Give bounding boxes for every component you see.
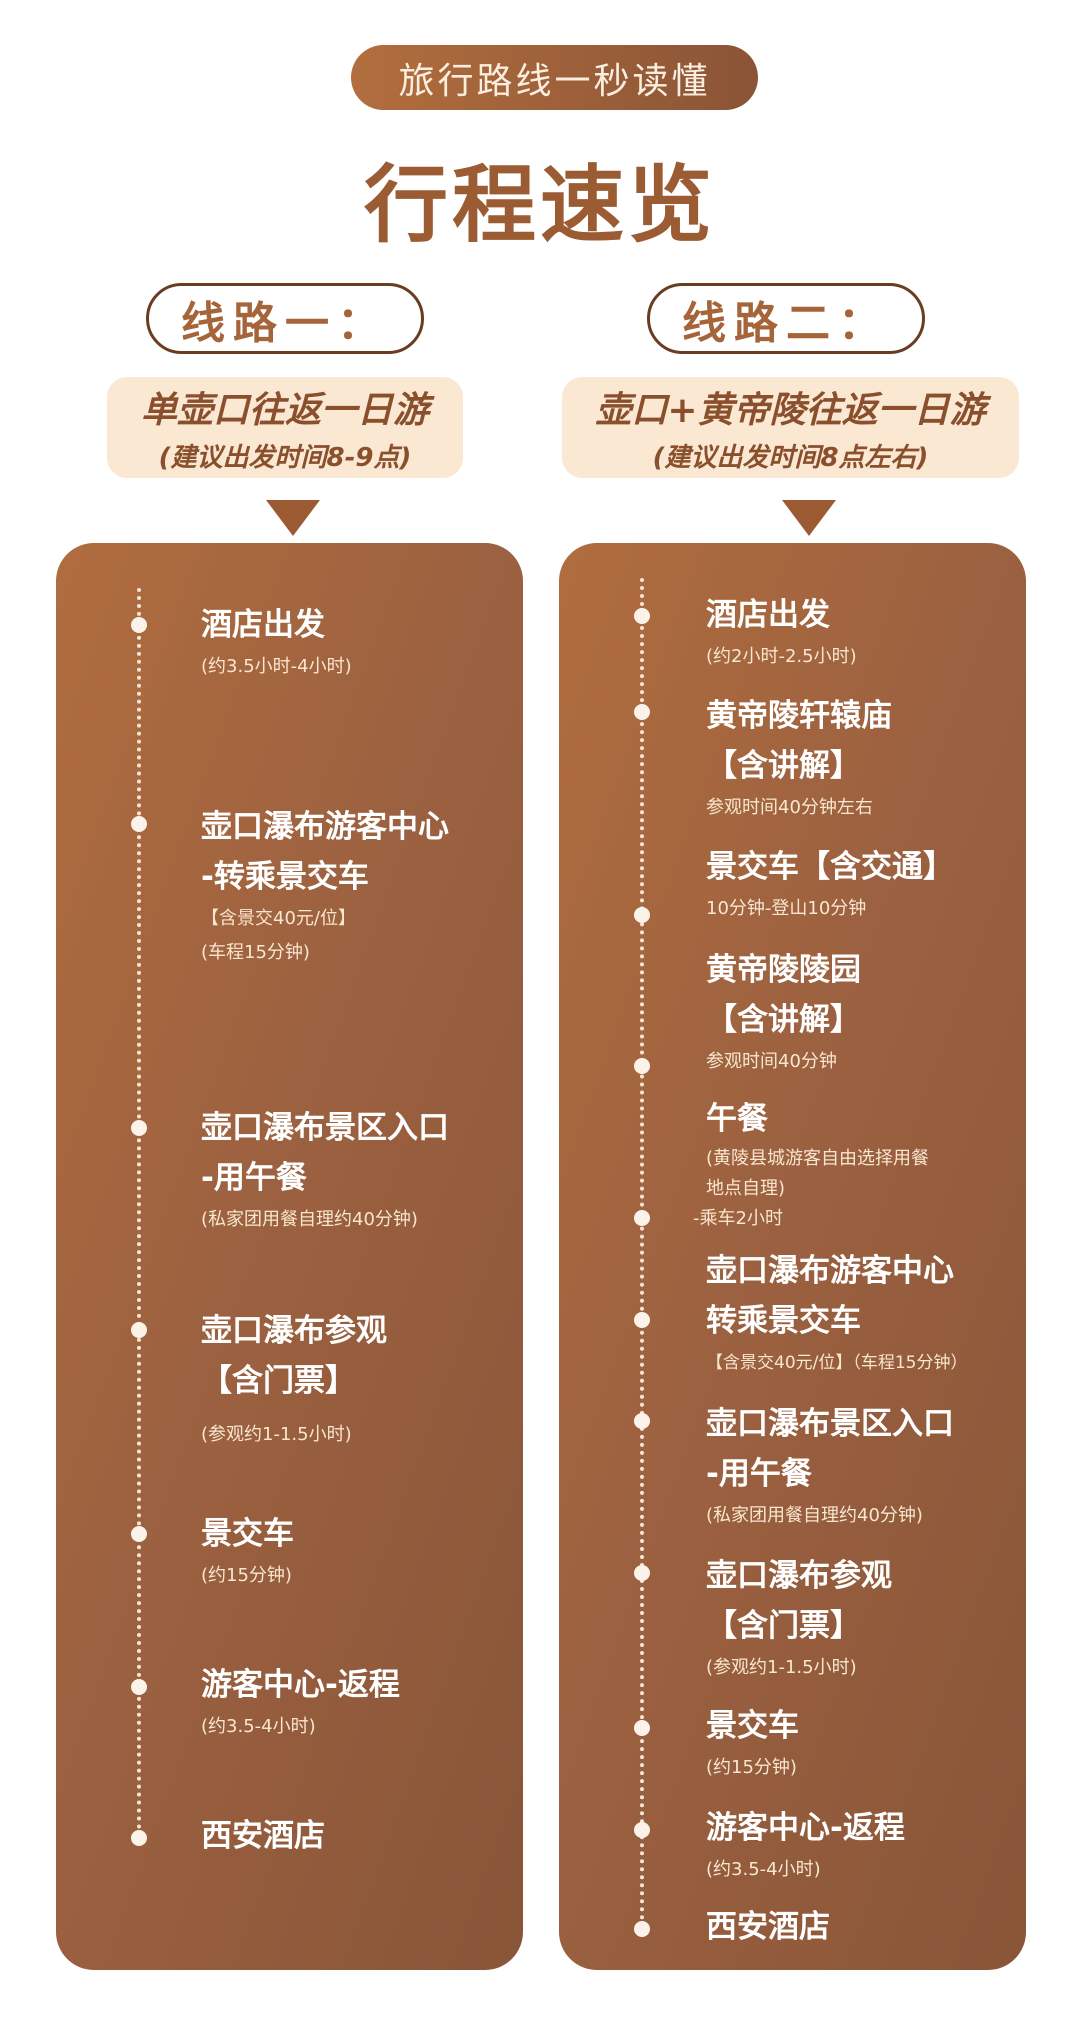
timeline-stop: 景交车 (约15分钟): [706, 1701, 799, 1785]
stop-detail: (约3.5-4小时): [706, 1859, 821, 1880]
stop-title: 【含门票】: [201, 1363, 356, 1399]
timeline-dot: [131, 1322, 147, 1338]
stop-title: -用午餐: [706, 1456, 812, 1492]
tagline-badge: 旅行路线一秒读懂: [351, 45, 758, 110]
timeline-line: [137, 588, 141, 1838]
timeline-stop: 壶口瀑布景区入口 -用午餐 (私家团用餐自理约40分钟): [201, 1103, 449, 1237]
timeline-stop: 景交车 (约15分钟): [201, 1509, 294, 1593]
timeline-dot: [634, 1921, 650, 1937]
timeline-stop: 壶口瀑布参观【含门票】 (参观约1-1.5小时): [201, 1306, 387, 1452]
stop-title: 转乘景交车: [706, 1303, 861, 1339]
timeline-dot: [634, 1413, 650, 1429]
route-1-label: 线路一：: [146, 283, 424, 354]
timeline-dot: [634, 1720, 650, 1736]
timeline-dot: [634, 704, 650, 720]
stop-title: 【含讲解】: [706, 748, 861, 784]
stop-title: 酒店出发: [201, 607, 325, 643]
timeline-stop: 壶口瀑布游客中心转乘景交车【含景交40元/位】（车程15分钟）: [706, 1246, 968, 1380]
stop-title: 黄帝陵轩辕庙: [706, 698, 892, 734]
stop-detail: 参观时间40分钟左右: [706, 797, 873, 818]
timeline-dot: [131, 1526, 147, 1542]
stop-title: -转乘景交车: [201, 859, 369, 895]
timeline-dot: [131, 816, 147, 832]
stop-title: 景交车: [201, 1516, 294, 1552]
stop-detail: (约15分钟): [706, 1757, 797, 1778]
route-2-label: 线路二：: [647, 283, 925, 354]
timeline-dot: [131, 1120, 147, 1136]
stop-detail: (参观约1-1.5小时): [201, 1424, 352, 1445]
stop-detail: (车程15分钟): [201, 942, 310, 963]
stop-title: 壶口瀑布游客中心: [706, 1253, 954, 1289]
stop-title: 酒店出发: [706, 597, 830, 633]
route-1-name: 单壶口往返一日游: [140, 390, 429, 431]
tagline-text: 旅行路线一秒读懂: [398, 60, 711, 102]
stop-title: 【含门票】: [706, 1608, 861, 1644]
timeline-dot: [634, 1058, 650, 1074]
stop-detail: 10分钟-登山10分钟: [706, 898, 867, 919]
route-1-note: (建议出发时间8-9点): [158, 443, 412, 473]
timeline-stop: 游客中心-返程 (约3.5-4小时): [201, 1660, 400, 1744]
stop-detail: (参观约1-1.5小时): [706, 1657, 857, 1678]
stop-title: 壶口瀑布景区入口: [706, 1406, 954, 1442]
down-arrow-icon: [782, 500, 836, 536]
timeline-dot: [634, 1210, 650, 1226]
stop-detail: 【含景交40元/位】: [201, 908, 356, 929]
stop-title: 西安酒店: [201, 1818, 325, 1854]
stop-title: 游客中心-返程: [706, 1810, 905, 1846]
stop-title: 壶口瀑布景区入口: [201, 1110, 449, 1146]
stop-title: 壶口瀑布参观: [706, 1558, 892, 1594]
route-1-timeline-card: [56, 543, 523, 1970]
stop-detail: (私家团用餐自理约40分钟): [706, 1505, 923, 1526]
stop-title: -用午餐: [201, 1160, 307, 1196]
timeline-stop: 游客中心-返程 (约3.5-4小时): [706, 1803, 905, 1887]
timeline-dot: [131, 1679, 147, 1695]
stop-detail: 参观时间40分钟: [706, 1051, 837, 1072]
stop-detail: (约15分钟): [201, 1565, 292, 1586]
timeline-stop: 黄帝陵陵园【含讲解】参观时间40分钟: [706, 945, 861, 1079]
timeline-stop: 壶口瀑布参观【含门票】 (参观约1-1.5小时): [706, 1551, 892, 1685]
timeline-dot: [634, 1822, 650, 1838]
timeline-stop: 西安酒店: [706, 1902, 830, 1952]
stop-title: 【含讲解】: [706, 1002, 861, 1038]
timeline-dot: [634, 907, 650, 923]
route-1-summary: 单壶口往返一日游 (建议出发时间8-9点): [107, 377, 463, 478]
stop-title: 游客中心-返程: [201, 1667, 400, 1703]
down-arrow-icon: [266, 500, 320, 536]
route-2-name: 壶口+黄帝陵往返一日游: [595, 390, 986, 431]
stop-detail: (约3.5小时-4小时): [201, 656, 352, 677]
stop-detail: (私家团用餐自理约40分钟): [201, 1209, 418, 1230]
stop-detail: 【含景交40元/位】（车程15分钟）: [706, 1353, 968, 1373]
timeline-stop: 景交车【含交通】 10分钟-登山10分钟: [706, 842, 954, 926]
timeline-stop: 壶口瀑布游客中心 -转乘景交车【含景交40元/位】 (车程15分钟): [201, 802, 449, 970]
timeline-dot: [131, 617, 147, 633]
stop-title: 壶口瀑布游客中心: [201, 809, 449, 845]
stop-detail: (黄陵县城游客自由选择用餐: [706, 1148, 930, 1169]
timeline-stop: 酒店出发 (约3.5小时-4小时): [201, 600, 352, 684]
timeline-dot: [131, 1830, 147, 1846]
timeline-stop: 黄帝陵轩辕庙【含讲解】参观时间40分钟左右: [706, 691, 892, 825]
stop-title: 午餐: [706, 1101, 768, 1137]
stop-title: 西安酒店: [706, 1909, 830, 1945]
page-title: 行程速览: [363, 155, 716, 254]
timeline-dot: [634, 608, 650, 624]
stop-detail: (约3.5-4小时): [201, 1716, 316, 1737]
stop-detail: 地点自理): [706, 1178, 786, 1199]
stop-detail: (约2小时-2.5小时): [706, 646, 857, 667]
timeline-line: [640, 578, 644, 1929]
stop-title: 壶口瀑布参观: [201, 1313, 387, 1349]
timeline-dot: [634, 1312, 650, 1328]
timeline-stop: 午餐 (黄陵县城游客自由选择用餐地点自理) -乘车2小时: [693, 1094, 930, 1234]
timeline-stop: 西安酒店: [201, 1811, 325, 1861]
route-2-summary: 壶口+黄帝陵往返一日游 (建议出发时间8点左右): [562, 377, 1019, 478]
stop-title: 景交车: [706, 1708, 799, 1744]
stop-title: 景交车【含交通】: [706, 849, 954, 885]
route-2-note: (建议出发时间8点左右): [652, 443, 929, 473]
stop-detail: -乘车2小时: [693, 1208, 783, 1229]
timeline-dot: [634, 1565, 650, 1581]
timeline-stop: 酒店出发 (约2小时-2.5小时): [706, 590, 857, 674]
timeline-stop: 壶口瀑布景区入口 -用午餐 (私家团用餐自理约40分钟): [706, 1399, 954, 1533]
stop-title: 黄帝陵陵园: [706, 952, 861, 988]
